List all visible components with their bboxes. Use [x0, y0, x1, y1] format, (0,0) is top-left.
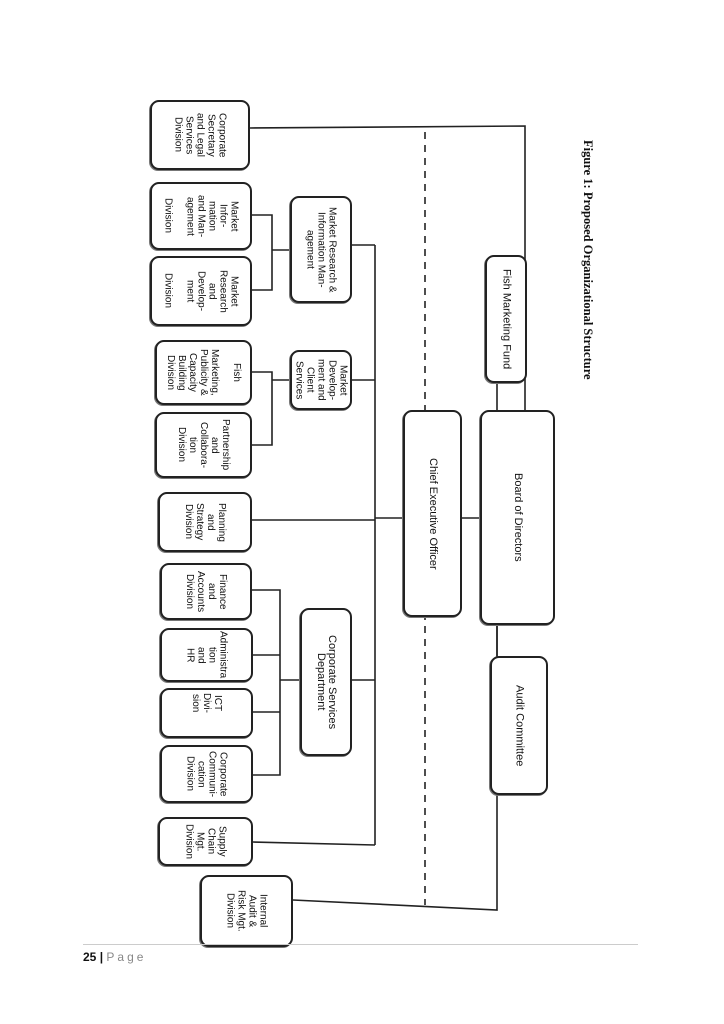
board-of-directors-box: Board of Directors — [480, 410, 555, 625]
market-research-dev-division-box: Market Research and Develop- ment Divisi… — [150, 256, 252, 326]
fish-marketing-fund-box: Fish Marketing Fund — [485, 255, 527, 383]
page-number: 25 — [83, 950, 97, 964]
market-info-mgmt-division-box: Market Infor- mation and Man- agement Di… — [150, 182, 252, 250]
page-label: Page — [106, 950, 147, 964]
audit-committee-box: Audit Committee — [490, 656, 548, 795]
market-dev-client-services-box: Market Develop- ment and Client Services — [290, 350, 352, 410]
figure-title: Figure 1: Proposed Organizational Struct… — [581, 140, 595, 380]
footer-separator: | — [96, 950, 107, 964]
administration-hr-box: Administra tion and HR — [160, 628, 253, 682]
fish-marketing-division-box: Fish Marketing, Publicity & Capacity Bui… — [155, 340, 252, 405]
finance-accounts-division-box: Finance and Accounts Division — [160, 563, 252, 620]
supply-chain-division-box: Supply Chain Mgt. Division — [158, 817, 253, 866]
corporate-communication-division-box: Corporate Communi- cation Division — [160, 745, 253, 803]
market-research-info-mgmt-box: Market Research & Information Man- ageme… — [290, 196, 352, 303]
page-footer: 25 | Page — [83, 950, 146, 964]
partnership-division-box: Partnership and Collabora- tion Division — [155, 412, 252, 478]
footer-rule — [83, 944, 638, 945]
planning-strategy-division-box: Planning and Strategy Division — [158, 492, 252, 552]
internal-audit-division-box: Internal Audit & Risk Mgt. Division — [200, 875, 293, 947]
ceo-box: Chief Executive Officer — [403, 410, 462, 617]
ict-division-box: ICT Divi- sion — [160, 688, 253, 738]
corporate-services-department-box: Corporate Services Department — [300, 608, 352, 756]
corporate-secretary-box: Corporate Secretary and Legal Services D… — [150, 100, 250, 170]
